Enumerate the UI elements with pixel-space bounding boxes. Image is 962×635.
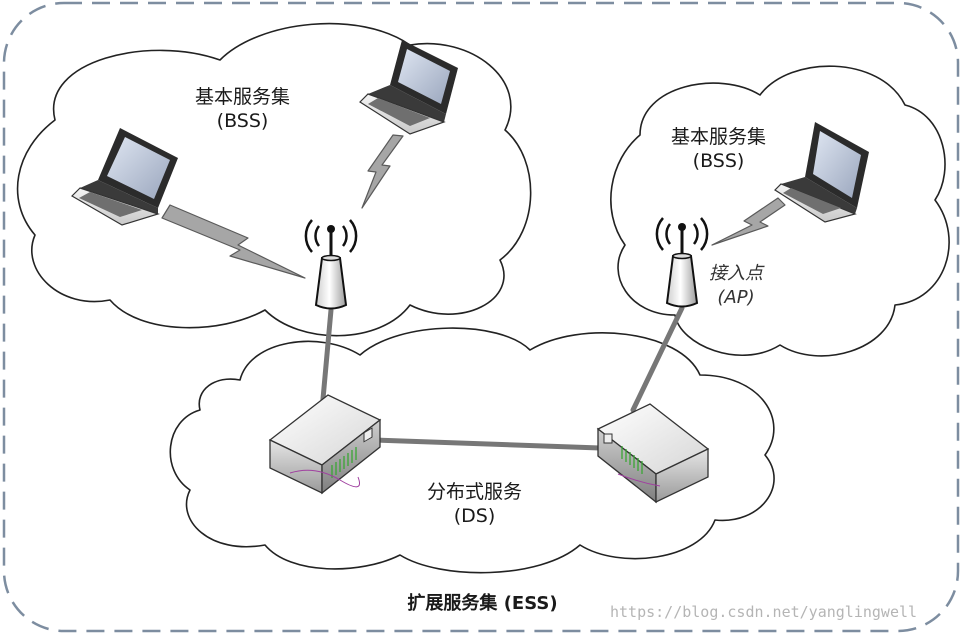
access-point-label: 接入点 (AP) — [696, 262, 776, 310]
laptop-icon — [359, 40, 458, 135]
bss-left-label-line2: (BSS) — [216, 110, 269, 132]
bss-right-label-line1: 基本服务集 — [670, 126, 766, 148]
ds-label-line2: (DS) — [453, 505, 496, 527]
bss-right-label-line2: (BSS) — [692, 150, 745, 172]
wireless-signals — [161, 134, 786, 279]
ess-label: 扩展服务集 (ESS) — [407, 593, 558, 614]
switch-icon — [596, 403, 710, 504]
bss-cloud-right — [610, 65, 950, 357]
laptop-icon — [71, 128, 178, 226]
wired-links — [319, 305, 685, 451]
bss-right-label: 基本服务集 (BSS) — [646, 125, 791, 173]
watermark: https://blog.csdn.net/yanglingwell — [610, 603, 918, 621]
access-point-label-line2: (AP) — [717, 287, 755, 308]
signal-laptop1-to-ap — [161, 204, 306, 279]
switch-icon — [268, 394, 382, 495]
access-point-icon — [304, 219, 358, 310]
access-point-icon — [655, 217, 709, 308]
link-ap-right-to-switch — [630, 305, 685, 413]
bss-left-label: 基本服务集 (BSS) — [170, 85, 315, 133]
link-ap-left-to-switch — [319, 307, 334, 413]
signal-laptop2-to-ap — [361, 134, 404, 209]
laptop-icon — [774, 122, 869, 223]
link-switch-to-switch — [372, 437, 603, 451]
signal-laptop3-to-ap — [711, 197, 786, 246]
ds-cloud — [169, 327, 775, 574]
ds-label: 分布式服务 (DS) — [402, 480, 547, 528]
bss-left-label-line1: 基本服务集 — [194, 86, 290, 108]
access-point-label-line1: 接入点 — [709, 263, 763, 284]
ds-label-line1: 分布式服务 — [426, 481, 522, 503]
